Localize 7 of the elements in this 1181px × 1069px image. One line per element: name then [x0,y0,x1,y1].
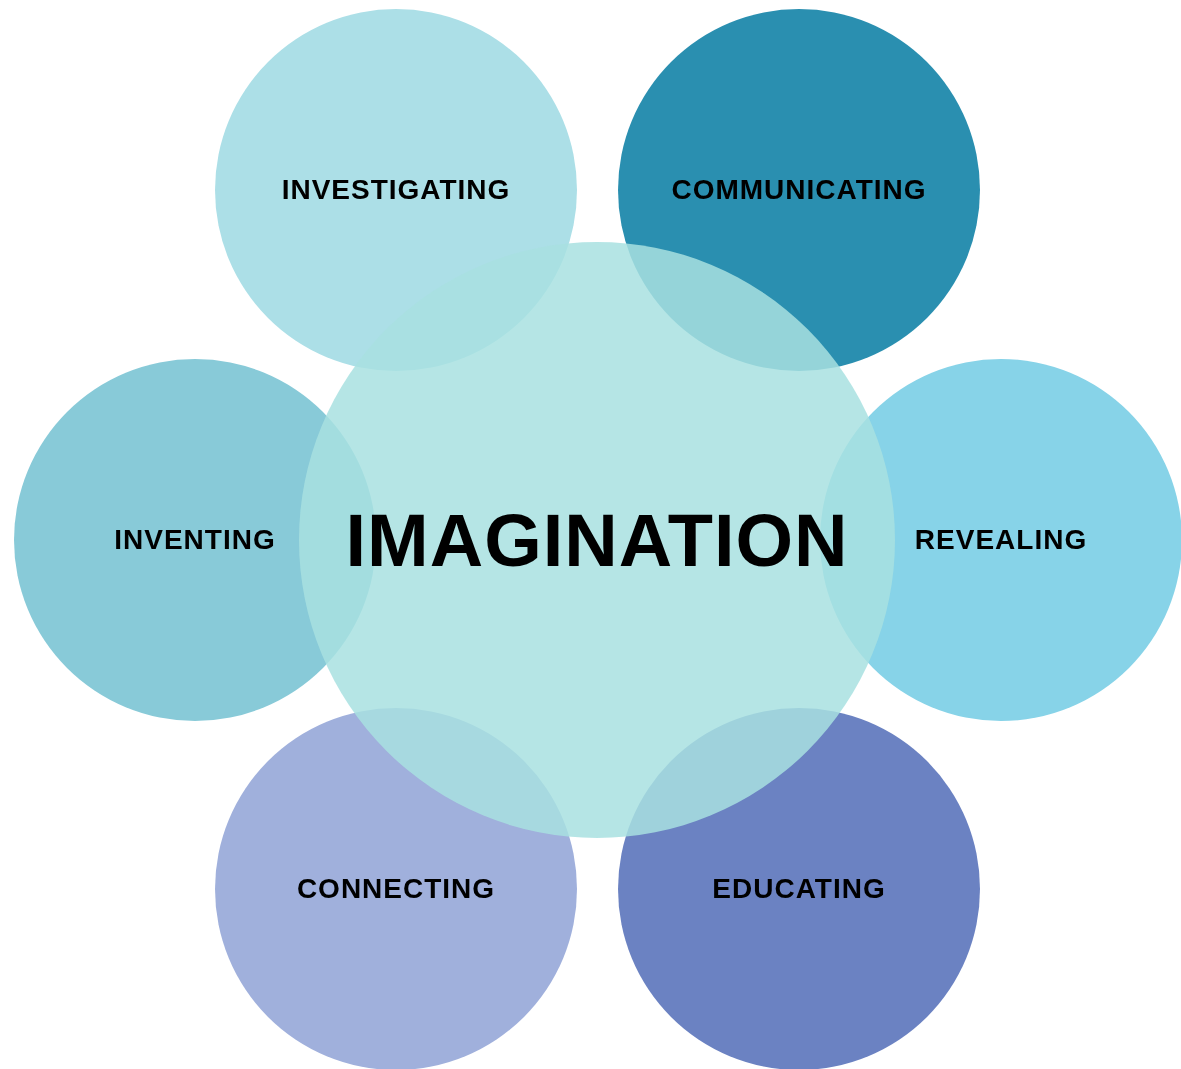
category-label: INVENTING [114,524,276,556]
category-label: EDUCATING [712,873,886,905]
category-label: COMMUNICATING [671,174,927,206]
center-title: IMAGINATION [345,497,849,583]
category-label: CONNECTING [296,873,496,905]
category-label: REVEALING [914,524,1088,556]
category-label: INVESTIGATING [281,174,511,206]
